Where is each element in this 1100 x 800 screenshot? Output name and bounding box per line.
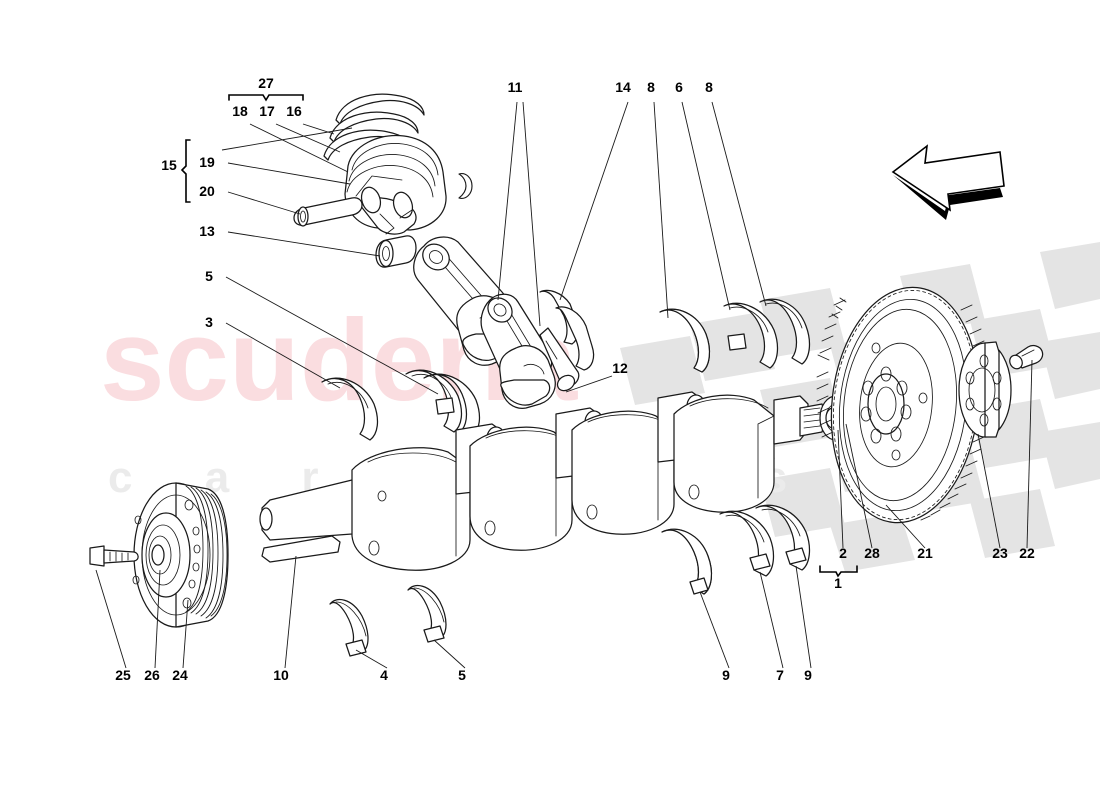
- bearing-shells-lower-left: [329, 584, 447, 657]
- callout-5-upper: 5: [205, 268, 213, 284]
- callout-22: 22: [1019, 545, 1035, 561]
- callout-8-left: 8: [647, 79, 655, 95]
- connecting-rod-bolt: [539, 327, 580, 392]
- crankshaft-pulley: [89, 482, 229, 628]
- callout-23: 23: [992, 545, 1008, 561]
- callout-27: 27: [258, 75, 274, 91]
- callout-10: 10: [273, 667, 289, 683]
- callout-5-lower: 5: [458, 667, 466, 683]
- pulley-bolt: [89, 545, 139, 567]
- gudgeon-pin-bush: [375, 235, 417, 268]
- callout-26: 26: [144, 667, 160, 683]
- callout-11: 11: [508, 79, 523, 95]
- flange-bolt: [1009, 345, 1044, 370]
- callout-13: 13: [199, 223, 215, 239]
- callout-20: 20: [199, 183, 215, 199]
- callout-17: 17: [259, 103, 275, 119]
- callout-labels: 27 18 17 16 15 19 20 13 5 3 11 14 8 6 8 …: [115, 75, 1035, 683]
- bearing-shells-left: [321, 369, 481, 441]
- gudgeon-pin: [293, 197, 363, 227]
- callout-24: 24: [172, 667, 188, 683]
- callout-21: 21: [917, 545, 933, 561]
- callout-3: 3: [205, 314, 213, 330]
- direction-arrow: [891, 144, 1005, 220]
- callout-2: 2: [839, 545, 847, 561]
- leader-lines: [95, 101, 1033, 669]
- callout-18: 18: [232, 103, 248, 119]
- callout-1: 1: [834, 575, 842, 591]
- brackets: [180, 94, 858, 578]
- callout-9-right: 9: [804, 667, 812, 683]
- callout-16: 16: [286, 103, 302, 119]
- bearing-shells-upper: [539, 289, 811, 373]
- connecting-rod-assembly: [413, 236, 580, 409]
- callout-7: 7: [776, 667, 784, 683]
- callout-28: 28: [864, 545, 880, 561]
- callout-25: 25: [115, 667, 131, 683]
- callout-9-left: 9: [722, 667, 730, 683]
- callout-6: 6: [675, 79, 683, 95]
- crankshaft: [259, 391, 825, 571]
- callout-12: 12: [612, 360, 628, 376]
- callout-15: 15: [161, 157, 177, 173]
- callout-14: 14: [615, 79, 631, 95]
- callout-19: 19: [199, 154, 215, 170]
- callout-4: 4: [380, 667, 388, 683]
- flywheel: [816, 286, 990, 524]
- callout-8-right: 8: [705, 79, 713, 95]
- bearing-shells-lower-right: [661, 504, 811, 595]
- woodruff-key: [261, 535, 341, 563]
- drive-flange-plate: [958, 341, 1012, 438]
- piston-assembly: [293, 93, 473, 268]
